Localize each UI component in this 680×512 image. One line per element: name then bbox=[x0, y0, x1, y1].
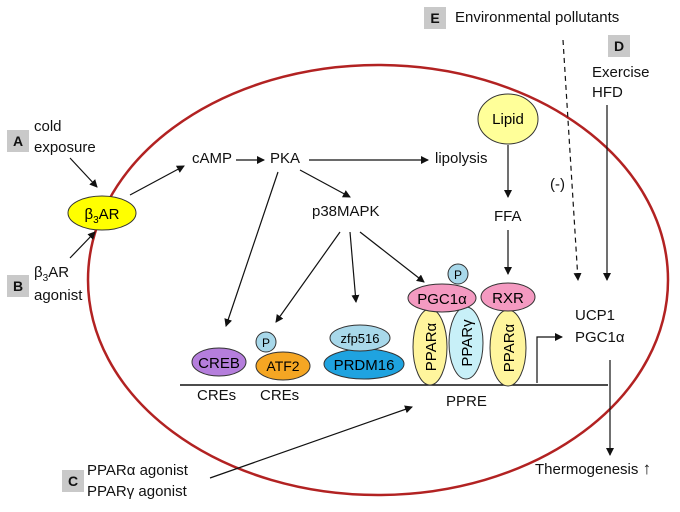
ppara-label-1: PPARα bbox=[423, 322, 440, 371]
panel-c-box: C bbox=[62, 470, 84, 492]
pgc1a-phospho-label: P bbox=[454, 268, 462, 282]
atf2-phospho bbox=[255, 331, 277, 353]
cres-label-1: CREs bbox=[197, 387, 237, 404]
creb-factor bbox=[191, 347, 247, 377]
cold-label: cold bbox=[34, 118, 62, 135]
panel-d-box: D bbox=[608, 35, 630, 57]
inhibit-label: (-) bbox=[550, 176, 565, 193]
atf2-phospho-label: P bbox=[262, 336, 270, 350]
lipid-label: Lipid bbox=[492, 111, 524, 128]
arrow-pka-to-creb bbox=[224, 171, 279, 327]
arrow-pollutants-to-ucp1 bbox=[562, 39, 582, 281]
arrow-agonist-to-receptor bbox=[69, 231, 96, 259]
pparg-agonist-label: PPARγ agonist bbox=[87, 483, 187, 500]
arrow-ppre-to-ucp1 bbox=[536, 333, 563, 383]
pgc1a-label: PGC1α bbox=[417, 291, 467, 308]
cell-membrane bbox=[86, 63, 670, 497]
ppara-agonist-label: PPARα agonist bbox=[87, 462, 188, 479]
arrow-agonist-to-ppre bbox=[209, 405, 413, 479]
zfp516-factor bbox=[329, 324, 391, 352]
ucp1-label: UCP1 bbox=[575, 307, 616, 324]
lipolysis-label: lipolysis bbox=[435, 150, 488, 167]
b-beta: β bbox=[34, 264, 43, 281]
b-rest: AR bbox=[48, 264, 70, 281]
arrow-pka-to-p38 bbox=[299, 169, 351, 198]
ffa-label: FFA bbox=[494, 208, 522, 225]
lipid-droplet bbox=[477, 93, 539, 145]
thermogenesis-label: Thermogenesis ↑ bbox=[535, 460, 651, 479]
agonist-label: agonist bbox=[34, 287, 83, 304]
ppara-label-2: PPARα bbox=[501, 323, 518, 372]
pgc1a-phospho bbox=[447, 263, 469, 285]
panel-e-box: E bbox=[424, 7, 446, 29]
beta3ar-rest: AR bbox=[99, 206, 120, 223]
beta3ar-label: β3AR bbox=[84, 206, 119, 226]
up-arrow-icon: ↑ bbox=[642, 459, 652, 478]
arrow-p38-to-pgc1a bbox=[359, 231, 425, 283]
cres-label-2: CREs bbox=[260, 387, 300, 404]
rxr-label: RXR bbox=[492, 290, 524, 307]
exposure-label: exposure bbox=[34, 139, 96, 156]
thermogenesis-text: Thermogenesis bbox=[535, 461, 639, 478]
pollutants-label: Environmental pollutants bbox=[455, 9, 620, 26]
arrow-receptor-to-camp bbox=[129, 165, 185, 196]
pgc1a-target-label: PGC1α bbox=[575, 329, 625, 346]
beta3ar-receptor bbox=[67, 195, 137, 231]
beta3ar-sub: 3 bbox=[93, 215, 99, 226]
panel-a-box: A bbox=[7, 130, 29, 152]
pgc1a-factor bbox=[407, 283, 477, 313]
p38mapk-label: p38MAPK bbox=[312, 203, 380, 220]
prdm16-label: PRDM16 bbox=[334, 357, 395, 374]
rxr-factor bbox=[480, 282, 536, 312]
arrow-p38-to-zfp516 bbox=[349, 231, 360, 303]
arrow-p38-to-atf2 bbox=[275, 231, 341, 323]
beta3ar-main: β bbox=[84, 206, 93, 223]
camp-label: cAMP bbox=[192, 150, 233, 167]
ppre-label: PPRE bbox=[446, 393, 487, 410]
atf2-factor bbox=[255, 351, 311, 381]
zfp516-label: zfp516 bbox=[340, 331, 379, 346]
arrows bbox=[69, 39, 614, 479]
b-sub: 3 bbox=[42, 273, 49, 284]
atf2-label: ATF2 bbox=[266, 358, 299, 374]
beta3ar-agonist-label: β3AR bbox=[34, 264, 69, 288]
panel-b-box: B bbox=[7, 275, 29, 297]
exercise-label: Exercise bbox=[592, 64, 650, 81]
arrow-cold-to-receptor bbox=[69, 157, 98, 188]
creb-label: CREB bbox=[198, 355, 240, 372]
pka-label: PKA bbox=[270, 150, 301, 167]
hfd-label: HFD bbox=[592, 84, 623, 101]
pparg-label: PPARγ bbox=[459, 319, 476, 367]
